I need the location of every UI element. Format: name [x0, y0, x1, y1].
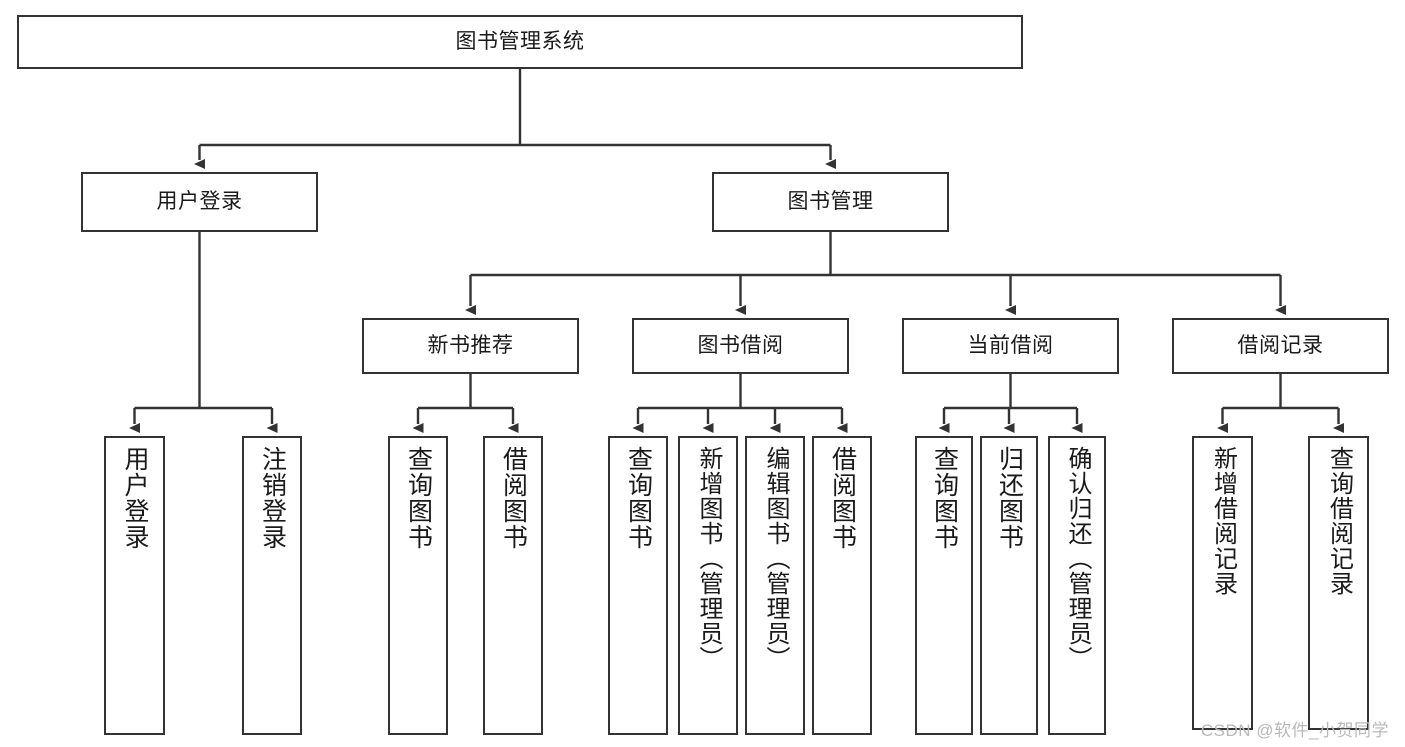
- node-label: 用户登录: [156, 189, 243, 213]
- node-l-cu-return[interactable]: 归还图书: [980, 436, 1038, 735]
- node-label: 注销登录: [258, 446, 287, 550]
- node-records[interactable]: 借阅记录: [1172, 318, 1389, 374]
- node-label: 新增借阅记录: [1209, 446, 1237, 596]
- node-l-logout[interactable]: 注销登录: [242, 436, 302, 735]
- node-l-bw-borrow[interactable]: 借阅图书: [812, 436, 872, 735]
- node-bookmgmt[interactable]: 图书管理: [712, 172, 949, 232]
- node-label: 查询图书: [930, 446, 959, 550]
- node-label: 用户登录: [121, 446, 149, 550]
- node-label: 查询图书: [624, 446, 653, 550]
- node-l-nb-query[interactable]: 查询图书: [388, 436, 448, 735]
- node-l-rc-query[interactable]: 查询借阅记录: [1308, 436, 1369, 730]
- node-label: 编辑图书（管理员）: [762, 446, 789, 671]
- node-label: 当前借阅: [967, 333, 1054, 357]
- node-label: 查询图书: [404, 446, 433, 550]
- node-label: 图书管理: [787, 189, 874, 213]
- node-label: 图书借阅: [697, 333, 784, 357]
- node-label: 借阅图书: [499, 446, 528, 550]
- node-root[interactable]: 图书管理系统: [17, 15, 1023, 69]
- node-label: 图书管理系统: [455, 29, 585, 53]
- node-l-cu-confirm[interactable]: 确认归还（管理员）: [1048, 436, 1106, 735]
- node-l-rc-add[interactable]: 新增借阅记录: [1192, 436, 1253, 730]
- node-login[interactable]: 用户登录: [81, 172, 318, 232]
- node-l-bw-add[interactable]: 新增图书（管理员）: [678, 436, 738, 735]
- node-l-cu-query[interactable]: 查询图书: [915, 436, 973, 735]
- node-label: 借阅记录: [1237, 333, 1324, 357]
- node-label: 查询借阅记录: [1325, 446, 1353, 596]
- node-borrow[interactable]: 图书借阅: [632, 318, 849, 374]
- node-l-bw-query[interactable]: 查询图书: [608, 436, 668, 735]
- node-label: 确认归还（管理员）: [1064, 446, 1091, 671]
- node-current[interactable]: 当前借阅: [902, 318, 1119, 374]
- node-label: 新增图书（管理员）: [695, 446, 722, 671]
- node-label: 新书推荐: [427, 333, 514, 357]
- node-newbook[interactable]: 新书推荐: [362, 318, 579, 374]
- node-l-nb-borrow[interactable]: 借阅图书: [483, 436, 543, 735]
- node-l-bw-edit[interactable]: 编辑图书（管理员）: [745, 436, 805, 735]
- node-l-userlogin[interactable]: 用户登录: [104, 436, 165, 735]
- watermark: CSDN @软件_小贺同学: [1200, 721, 1389, 740]
- node-label: 借阅图书: [828, 446, 857, 550]
- node-label: 归还图书: [995, 446, 1024, 550]
